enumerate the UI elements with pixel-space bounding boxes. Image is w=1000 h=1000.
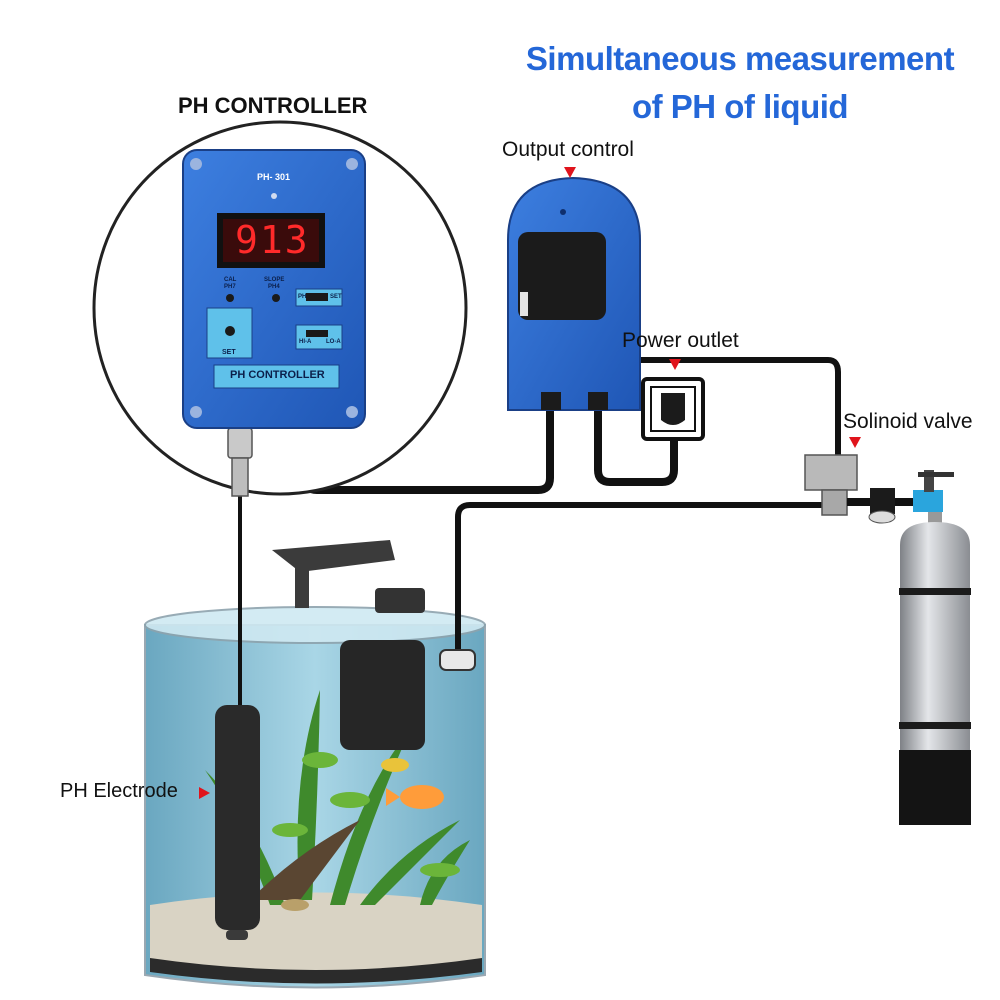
aquarium (144, 540, 486, 989)
nameplate-label: PH CONTROLLER (230, 369, 325, 381)
ph-display-readout: 913 (235, 218, 310, 262)
slope-ph4-label: PH4 (268, 284, 280, 290)
solenoid-valve-label: Solinoid valve (843, 410, 973, 433)
cal-label: CAL (224, 277, 237, 283)
arrow-marker-icon (199, 167, 861, 799)
ph-switch-label: PH (298, 294, 307, 300)
ph-electrode-label: PH Electrode (60, 780, 178, 802)
output-control-label: Output control (502, 138, 634, 161)
set-switch-label: SET (330, 294, 342, 300)
headline-line-2: of PH of liquid (631, 88, 849, 125)
controller-body (182, 149, 366, 429)
bnc-connector (227, 427, 253, 497)
controller-model-label: PH- 301 (257, 172, 291, 182)
headline-line-1: Simultaneous measurement (525, 40, 955, 77)
solenoid-valve (804, 454, 858, 516)
co2-diffuser (439, 649, 476, 671)
lo-a-label: LO-A (326, 339, 341, 345)
cables (238, 317, 841, 717)
output-control-unit (507, 176, 641, 411)
power-outlet-label: Power outlet (622, 329, 739, 352)
power-outlet (641, 377, 705, 441)
ph-controller-label: PH CONTROLLER (178, 93, 368, 118)
ph-electrode (215, 705, 260, 940)
co2-cylinder (847, 470, 971, 825)
slope-label: SLOPE (264, 277, 285, 283)
set-button-label: SET (222, 349, 236, 356)
cal-ph7-label: PH7 (224, 284, 236, 290)
hi-a-label: HI-A (299, 339, 312, 345)
